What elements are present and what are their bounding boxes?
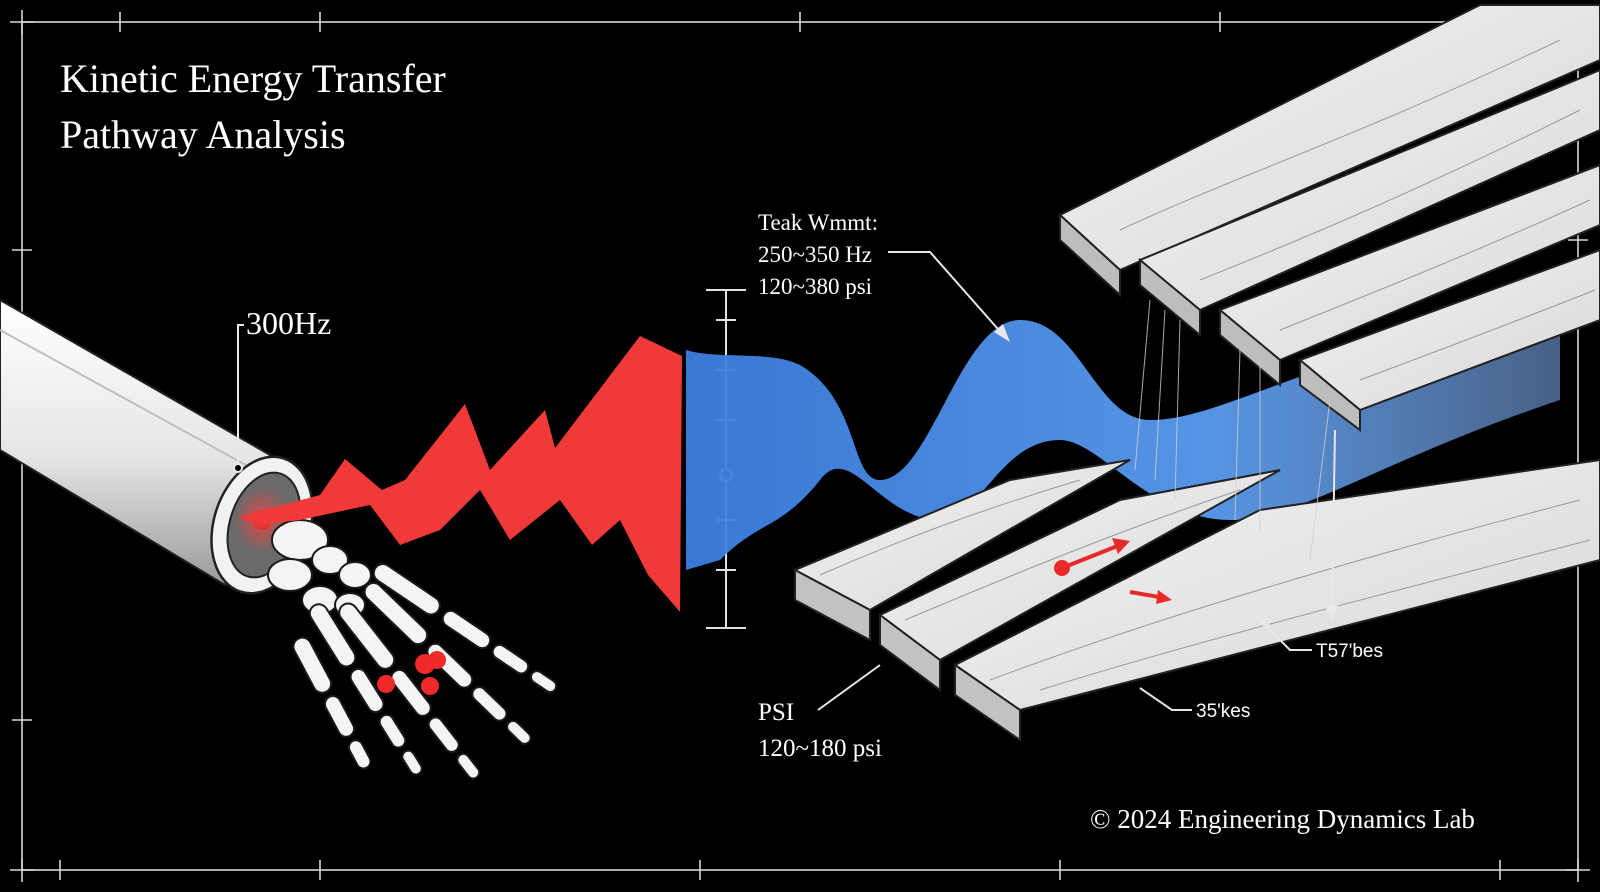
label-teak-pressure: 120~380 psi <box>758 274 872 299</box>
label-teak-heading: Teak Wmmt: <box>758 210 878 235</box>
title-line-1: Kinetic Energy Transfer <box>60 56 446 101</box>
leader-lines <box>233 251 1339 711</box>
red-arrow-icon <box>1054 538 1172 604</box>
label-source-frequency: 300Hz <box>246 305 331 341</box>
label-psi-heading: PSI <box>758 699 794 726</box>
label-upper-right: T57'bes <box>1316 641 1383 662</box>
skeletal-hand-illustration <box>267 519 558 780</box>
title-line-2: Pathway Analysis <box>60 112 346 157</box>
label-psi-range: 120~180 psi <box>758 735 882 762</box>
lightning-shock-icon <box>238 336 682 612</box>
label-teak-frequency: 250~350 Hz <box>758 242 872 267</box>
teak-planks-lower <box>792 458 1600 742</box>
copyright-footer: © 2024 Engineering Dynamics Lab <box>1090 804 1475 834</box>
label-lower-right: 35'kes <box>1196 701 1250 722</box>
teak-planks-upper <box>1058 4 1600 432</box>
transfer-fibers <box>1134 299 1331 561</box>
